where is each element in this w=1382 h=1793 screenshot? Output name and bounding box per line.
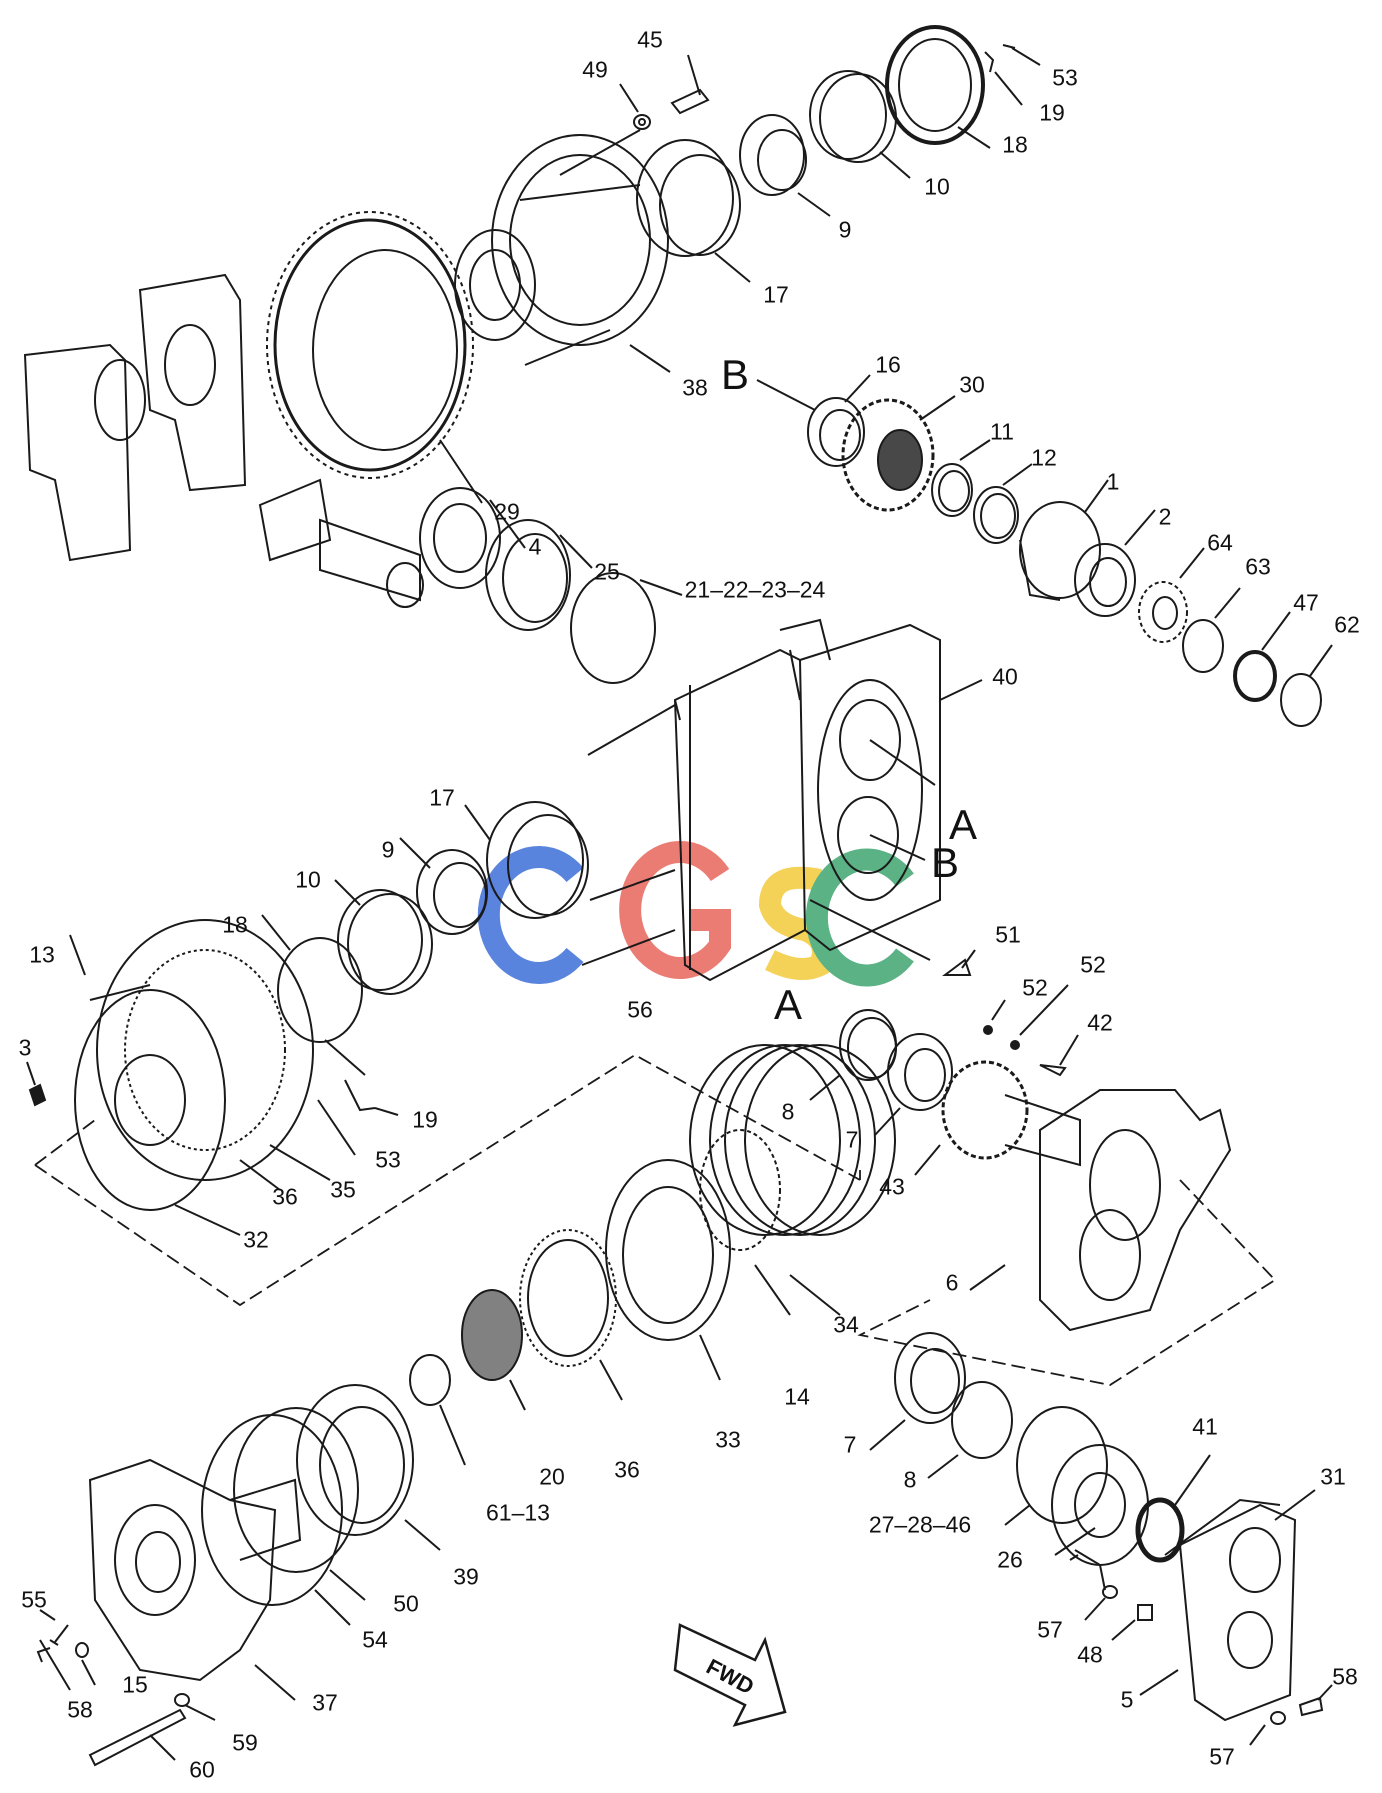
part-label-38: 38 xyxy=(682,374,708,401)
callout-b-housing: B xyxy=(930,839,960,886)
carrier-37-group xyxy=(36,1458,302,1767)
part-label-20: 20 xyxy=(539,1463,565,1490)
part-label-9-lower: 9 xyxy=(381,836,395,863)
part-label-50: 50 xyxy=(393,1590,419,1617)
part-label-64: 64 xyxy=(1207,529,1233,556)
part-label-47: 47 xyxy=(1293,589,1319,616)
housing-group xyxy=(581,618,1079,1077)
part-label-9: 9 xyxy=(838,216,852,243)
part-label-8: 8 xyxy=(781,1098,795,1125)
part-label-17: 17 xyxy=(763,281,789,308)
callout-a-housing: A xyxy=(948,801,978,848)
part-label-51: 51 xyxy=(995,921,1021,948)
part-label-18: 18 xyxy=(1002,131,1028,158)
part-label-57-lower: 57 xyxy=(1209,1743,1235,1770)
part-label-58-right: 58 xyxy=(1332,1663,1358,1690)
part-label-17-lower: 17 xyxy=(429,784,455,811)
part-label-30: 30 xyxy=(959,371,985,398)
part-label-18-lower: 18 xyxy=(222,911,248,938)
part-label-40: 40 xyxy=(992,663,1018,690)
brake-pack-group xyxy=(201,1044,896,1626)
part-label-7: 7 xyxy=(845,1126,859,1153)
gear-train-group xyxy=(756,374,1333,727)
part-label-33: 33 xyxy=(715,1426,741,1453)
part-label-52-a: 52 xyxy=(1022,974,1048,1001)
callout-b-top: B xyxy=(720,351,750,398)
part-label-59: 59 xyxy=(232,1729,258,1756)
part-label-52-b: 52 xyxy=(1080,951,1106,978)
part-label-29: 29 xyxy=(494,498,520,525)
part-label-25: 25 xyxy=(594,558,620,585)
part-label-13: 13 xyxy=(29,941,55,968)
part-label-15: 15 xyxy=(122,1671,148,1698)
part-label-41: 41 xyxy=(1192,1413,1218,1440)
part-label-60: 60 xyxy=(189,1756,215,1783)
cover-group xyxy=(869,1332,1333,1746)
part-label-57: 57 xyxy=(1037,1616,1063,1643)
part-label-37: 37 xyxy=(312,1689,338,1716)
part-label-10: 10 xyxy=(924,173,950,200)
part-label-21-22-23-24: 21–22–23–24 xyxy=(684,576,826,603)
part-label-1: 1 xyxy=(1106,468,1120,495)
final-drive-left-group xyxy=(26,801,861,1307)
part-label-53: 53 xyxy=(1052,64,1078,91)
part-label-2: 2 xyxy=(1158,503,1172,530)
part-label-53-lower: 53 xyxy=(375,1146,401,1173)
part-label-32: 32 xyxy=(243,1226,269,1253)
part-label-34: 34 xyxy=(833,1311,859,1338)
callout-a-left: A xyxy=(773,981,803,1028)
part-label-42: 42 xyxy=(1087,1009,1113,1036)
part-label-39: 39 xyxy=(453,1563,479,1590)
part-label-49: 49 xyxy=(582,56,608,83)
part-label-27-28-46: 27–28–46 xyxy=(868,1511,972,1538)
fwd-arrow-shape xyxy=(673,1623,787,1727)
part-label-19-lower: 19 xyxy=(412,1106,438,1133)
part-label-10-lower: 10 xyxy=(295,866,321,893)
part-label-36: 36 xyxy=(272,1183,298,1210)
part-label-11: 11 xyxy=(990,418,1014,445)
part-label-16: 16 xyxy=(875,351,901,378)
final-drive-right-group xyxy=(809,1009,1277,1386)
part-label-61-13: 61–13 xyxy=(486,1499,550,1526)
part-label-31: 31 xyxy=(1320,1463,1346,1490)
part-label-63: 63 xyxy=(1245,553,1271,580)
part-label-12: 12 xyxy=(1031,444,1057,471)
part-label-48: 48 xyxy=(1077,1641,1103,1668)
part-label-8-lower: 8 xyxy=(903,1466,917,1493)
part-label-45: 45 xyxy=(637,26,663,53)
part-label-56: 56 xyxy=(627,996,653,1023)
differential-group xyxy=(23,25,1041,684)
part-label-7-lower: 7 xyxy=(843,1431,857,1458)
part-label-5: 5 xyxy=(1120,1686,1134,1713)
part-label-58: 58 xyxy=(67,1696,93,1723)
part-label-43: 43 xyxy=(879,1173,905,1200)
part-label-3: 3 xyxy=(18,1034,32,1061)
part-label-35: 35 xyxy=(330,1176,356,1203)
part-label-36-lower: 36 xyxy=(614,1456,640,1483)
part-label-19: 19 xyxy=(1039,99,1065,126)
part-label-26: 26 xyxy=(997,1546,1023,1573)
part-label-54: 54 xyxy=(362,1626,388,1653)
part-label-55: 55 xyxy=(21,1586,47,1613)
part-label-62: 62 xyxy=(1334,611,1360,638)
part-label-4: 4 xyxy=(528,533,542,560)
part-label-6: 6 xyxy=(945,1269,959,1296)
part-label-14: 14 xyxy=(784,1383,810,1410)
